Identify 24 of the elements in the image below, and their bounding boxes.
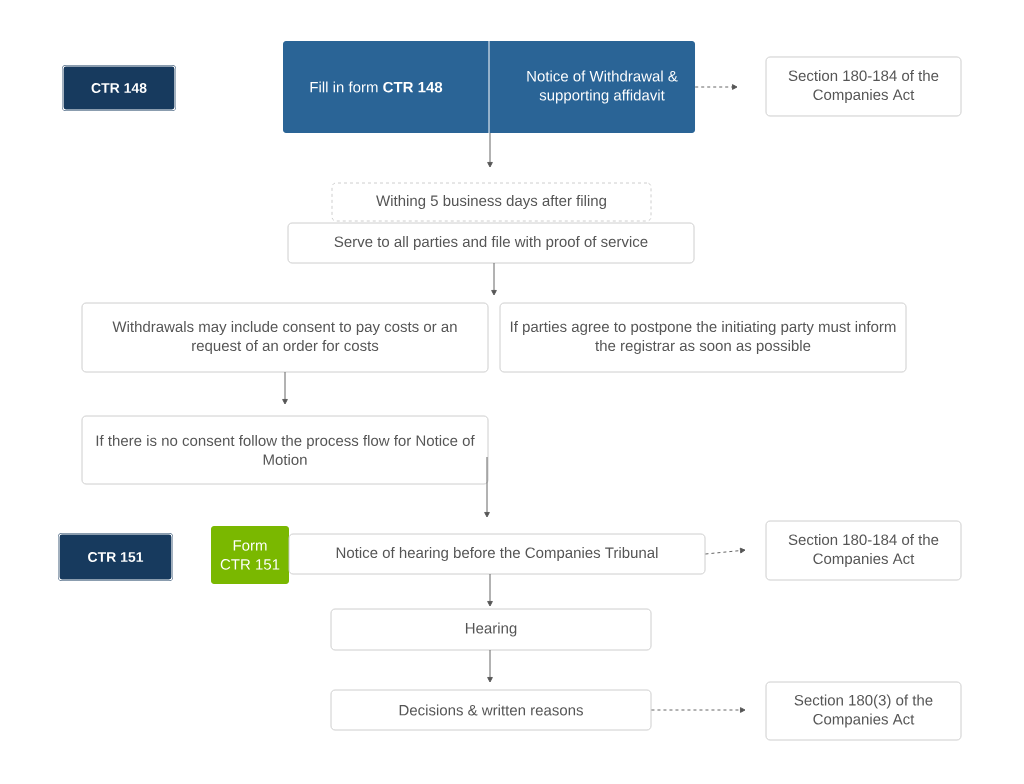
arrow [484,456,490,518]
note-box: Withdrawals may include consent to pay costs or an request of an order for costs [81,302,489,373]
process-box: Serve to all parties and file with proof of service [287,222,695,264]
arrow [487,649,493,683]
arrow [491,262,497,296]
badge: CTR 148 [62,65,176,111]
reference-box: Section 180-184 of the Companies Act [765,520,962,581]
process-box: Notice of hearing before the Companies Tribunal [288,533,706,575]
arrow [282,371,288,405]
timing-box: Withing 5 business days after filing [331,182,652,222]
form-box: Form CTR 151 [211,526,289,584]
arrow [651,707,746,713]
note-box: If there is no consent follow the process flow for Notice of Motion [81,415,489,485]
arrow [487,573,493,607]
badge: CTR 151 [58,533,173,581]
note-box: If parties agree to postpone the initiating party must inform the registrar as soon as possible [499,302,907,373]
process-box: Decisions & written reasons [330,689,652,731]
reference-box: Section 180-184 of the Companies Act [765,56,962,117]
process-box: Hearing [330,608,652,651]
arrow [705,547,746,555]
arrow [694,84,738,90]
reference-box: Section 180(3) of the Companies Act [765,681,962,741]
process-box: Fill in form CTR 148 Notice of Withdrawal & supporting affidavit [283,40,695,134]
arrow [487,132,493,168]
